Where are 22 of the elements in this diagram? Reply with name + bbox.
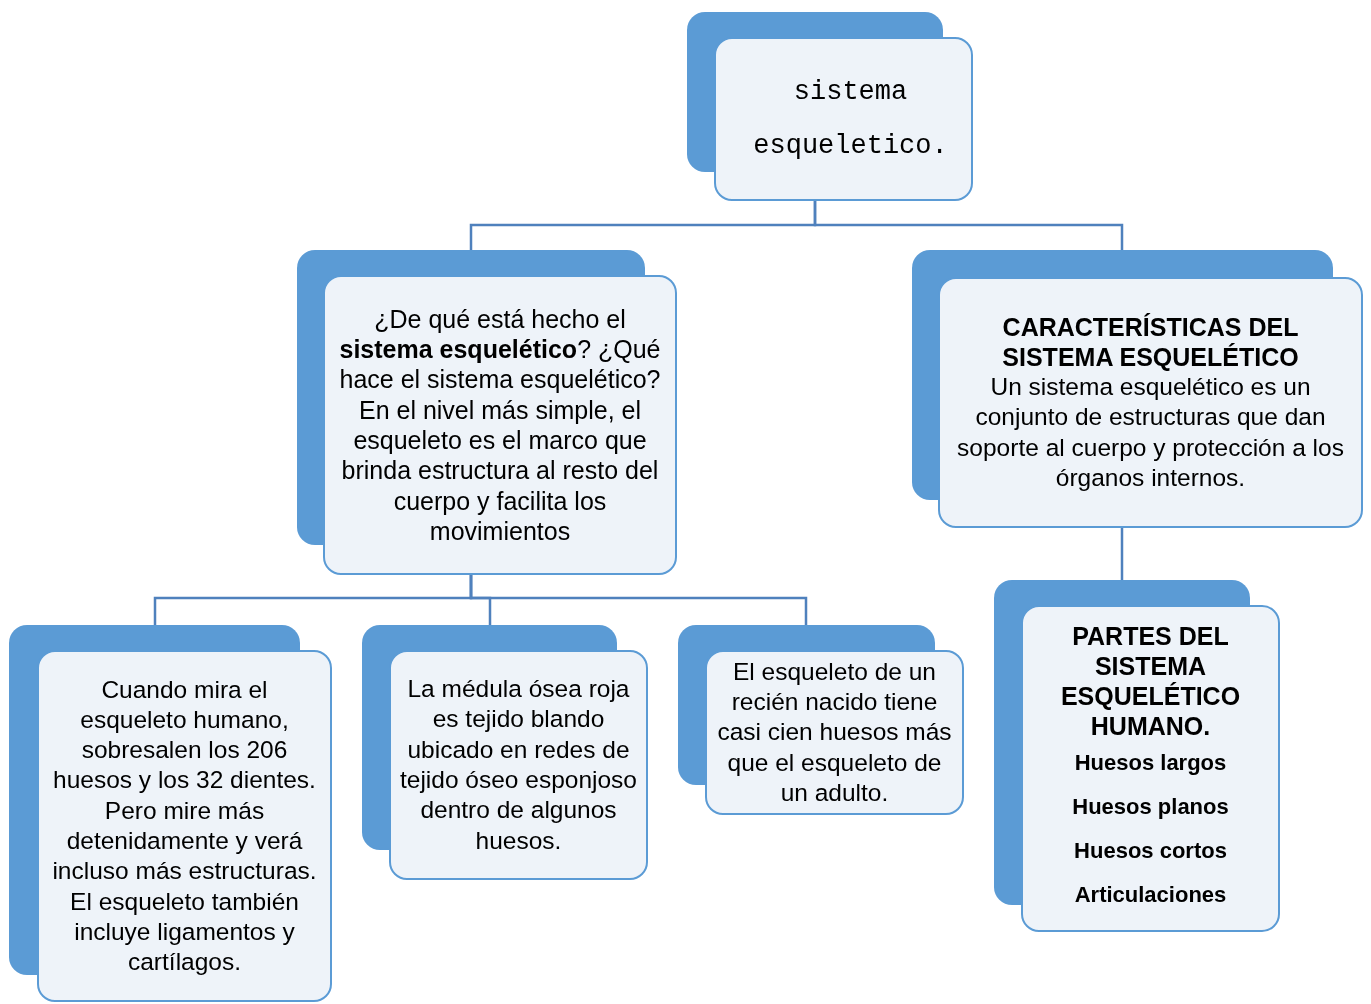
box-text: Cuando mira el esqueleto humano, sobresalen los 206 huesos y los 32 dientes. Pero mire más detenidamente y verá incluso más estructuras. El esqueleto también incluye ligamentos y cartílagos. (51, 674, 318, 978)
list-item: Huesos cortos (1074, 836, 1227, 865)
concept-card (678, 625, 964, 815)
concept-card (362, 625, 648, 880)
concept-card (994, 580, 1280, 932)
box-title: sistema esqueletico. (752, 76, 949, 163)
box-text: ¿De qué está hecho el sistema esquelético? ¿Qué hace el sistema esquelético? En el nivel más simple, el esqueleto es el marco que brinda estructura al resto del cuerpo y facilita los movimientos (338, 303, 662, 547)
concept-card (687, 12, 973, 201)
concept-card (297, 250, 677, 575)
box-heading: CARACTERÍSTICAS DEL SISTEMA ESQUELÉTICO (1001, 311, 1300, 372)
concept-card (9, 625, 332, 1002)
box-text: El esqueleto de un recién nacido tiene casi cien huesos más que el esqueleto de un adulto. (716, 656, 953, 808)
list-item: Huesos planos (1072, 792, 1229, 821)
box-text: La médula ósea roja es tejido blando ubicado en redes de tejido óseo esponjoso dentro de algunos huesos. (399, 674, 638, 856)
box-text: Un sistema esquelético es un conjunto de estructuras que dan soporte al cuerpo y protección a los órganos internos. (956, 371, 1345, 493)
concept-card (912, 250, 1363, 528)
connector-line (1120, 528, 1124, 580)
list-item: Articulaciones (1074, 880, 1227, 909)
connector-line (813, 201, 1124, 250)
connector-line (469, 575, 808, 625)
box-heading: PARTES DEL SISTEMA ESQUELÉTICO HUMANO. (1059, 620, 1242, 741)
list-item: Huesos largos (1074, 748, 1227, 777)
